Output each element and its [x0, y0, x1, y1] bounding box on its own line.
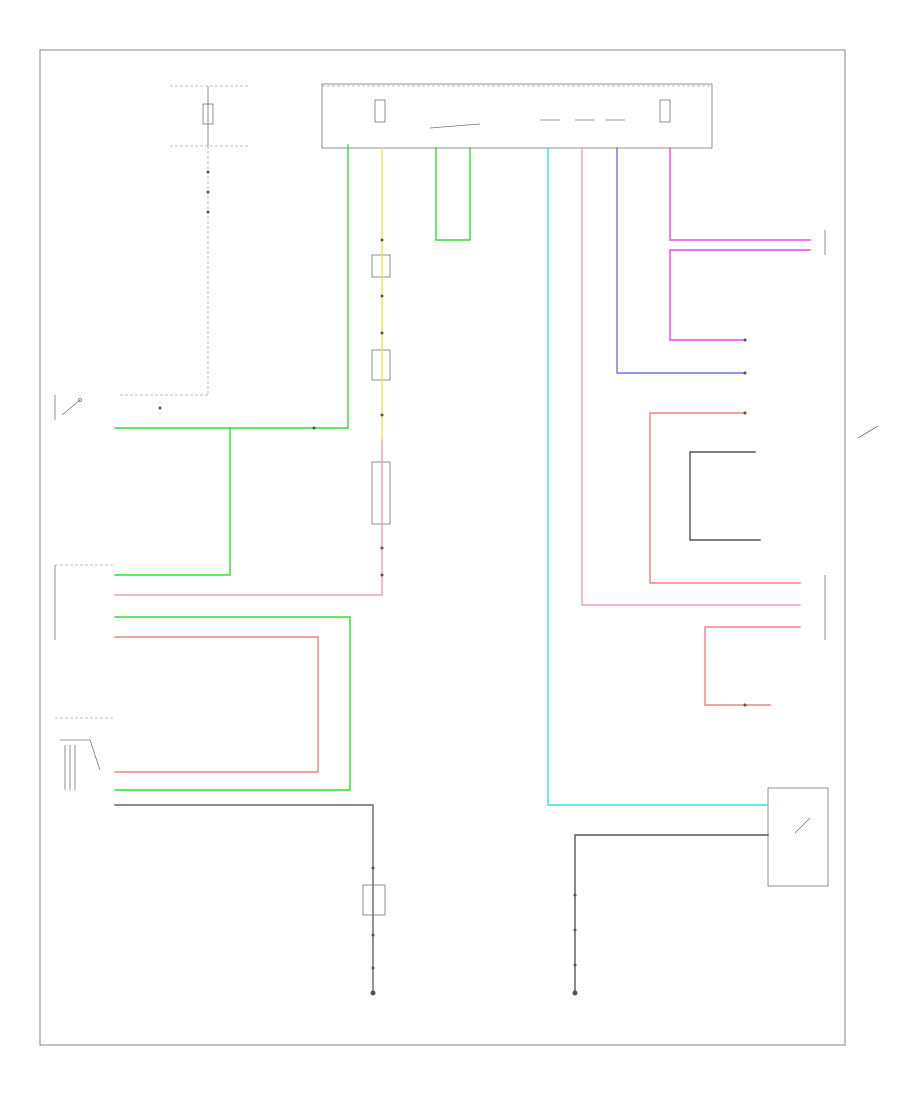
wire-magenta [669, 147, 811, 241]
wire-green-2 [114, 427, 231, 576]
switch-bottom-right [767, 787, 829, 887]
wire-pink-right [581, 147, 801, 606]
switch-right-mid [857, 425, 879, 439]
wire-gray-right-bottom [574, 834, 769, 991]
ground-left [370, 990, 376, 996]
fuse-yellow-1 [371, 254, 391, 278]
wire-cyan [547, 147, 769, 806]
fuse-yellow-2 [371, 349, 391, 381]
connector-dots [158, 170, 747, 970]
wire-gray-right [689, 451, 761, 541]
wire-blue [616, 147, 746, 374]
ground-right [572, 990, 578, 996]
relay-center [371, 461, 391, 525]
wire-red-right [649, 412, 801, 584]
wire-green-1 [114, 144, 349, 429]
wire-pink-lower-right [704, 626, 801, 706]
wire-green-3 [114, 616, 351, 791]
wire-pink-left [114, 439, 383, 596]
solenoid-left [55, 717, 115, 790]
connector-left-mid [54, 564, 115, 640]
diagram-frame [39, 49, 846, 1046]
fuse-box-left [170, 85, 250, 147]
wire-pink-red [114, 636, 319, 773]
wire-magenta-2 [669, 249, 811, 341]
wire-gray-bottom [114, 804, 374, 991]
fuse-box-center [321, 83, 713, 149]
brake-switch [54, 395, 82, 420]
wire-green-loop [435, 147, 471, 241]
sensor-bottom-left [362, 884, 386, 916]
